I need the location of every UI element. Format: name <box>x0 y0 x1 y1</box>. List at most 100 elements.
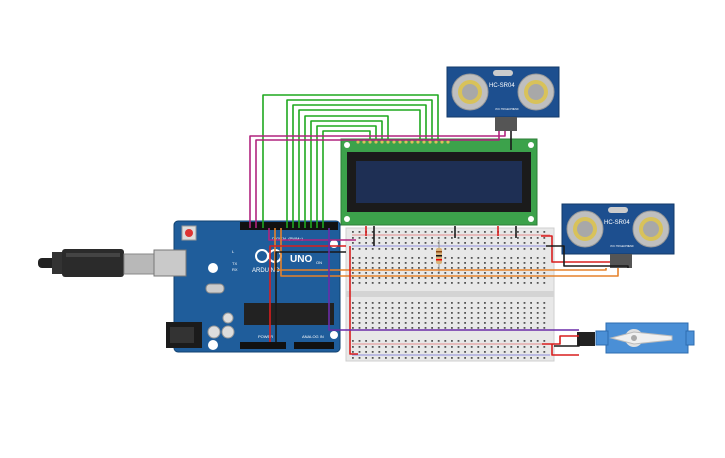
wire-green-2 <box>286 99 433 228</box>
tx-label: TX <box>232 261 237 266</box>
breadboard-hole <box>477 277 480 279</box>
breadboard-hole <box>378 327 381 329</box>
breadboard-hole <box>404 317 407 319</box>
breadboard-hole <box>477 262 480 264</box>
breadboard-hole <box>411 346 414 348</box>
breadboard-hole <box>510 327 513 329</box>
breadboard-hole <box>424 302 427 304</box>
breadboard-hole <box>484 302 486 304</box>
breadboard-hole <box>391 322 394 324</box>
breadboard-hole <box>385 237 387 239</box>
breadboard-hole <box>484 262 486 264</box>
breadboard-hole <box>530 277 532 279</box>
breadboard-hole <box>497 262 499 264</box>
breadboard-hole <box>385 312 387 314</box>
breadboard-hole <box>477 322 480 324</box>
breadboard-hole <box>358 357 361 359</box>
breadboard-hole <box>424 248 427 250</box>
breadboard-hole <box>530 237 532 239</box>
breadboard-hole <box>371 317 374 319</box>
breadboard-hole <box>431 312 433 314</box>
breadboard-hole <box>497 237 499 239</box>
breadboard-hole <box>523 282 526 284</box>
breadboard-hole <box>490 312 493 314</box>
breadboard-hole <box>523 272 526 274</box>
breadboard-hole <box>457 277 460 279</box>
digital-header-label: DIGITAL (PWM~) <box>272 236 304 241</box>
breadboard-hole <box>464 346 466 348</box>
breadboard-hole <box>365 307 367 309</box>
breadboard-hole <box>365 248 367 250</box>
breadboard-hole <box>510 302 513 304</box>
breadboard-hole <box>543 312 546 314</box>
breadboard-hole <box>530 312 532 314</box>
breadboard-hole <box>543 237 546 239</box>
lcd-screen <box>356 161 522 203</box>
arduino-uno-board[interactable]: UNO ARDUINO TX RX L ON DIGITAL (PWM~) PO… <box>153 220 341 353</box>
lcd-pin <box>380 140 384 144</box>
breadboard-hole <box>543 357 546 359</box>
breadboard-hole <box>503 340 506 342</box>
breadboard-hole <box>536 242 539 244</box>
breadboard-hole <box>470 312 473 314</box>
breadboard-hole <box>437 340 440 342</box>
breadboard-hole <box>530 248 532 250</box>
breadboard-hole <box>497 307 499 309</box>
breadboard-hole <box>464 351 466 353</box>
breadboard-hole <box>530 302 532 304</box>
breadboard-hole <box>530 282 532 284</box>
breadboard[interactable] <box>345 227 555 362</box>
breadboard-hole <box>543 346 546 348</box>
breadboard-hole <box>497 312 499 314</box>
ultrasonic-sensor-mid[interactable]: HC-SR04 VCC TRIG ECHO GND <box>561 203 675 268</box>
breadboard-hole <box>536 302 539 304</box>
breadboard-hole <box>510 312 513 314</box>
breadboard-hole <box>437 322 440 324</box>
breadboard-hole <box>431 351 433 353</box>
breadboard-hole <box>424 357 427 359</box>
breadboard-hole <box>424 262 427 264</box>
power-jack-icon <box>166 322 202 348</box>
breadboard-hole <box>431 231 433 233</box>
breadboard-hole <box>503 312 506 314</box>
breadboard-hole <box>470 307 473 309</box>
breadboard-hole <box>418 302 420 304</box>
breadboard-hole <box>391 272 394 274</box>
breadboard-hole <box>411 302 414 304</box>
breadboard-hole <box>378 351 381 353</box>
breadboard-hole <box>404 237 407 239</box>
ultrasonic-sensor-top[interactable]: HC-SR04 VCC TRIG ECHO GND <box>446 66 560 131</box>
breadboard-hole <box>536 307 539 309</box>
breadboard-hole <box>385 277 387 279</box>
breadboard-hole <box>517 351 519 353</box>
breadboard-hole <box>523 312 526 314</box>
breadboard-hole <box>437 231 440 233</box>
breadboard-hole <box>451 248 453 250</box>
breadboard-hole <box>464 257 466 259</box>
breadboard-hole <box>503 242 506 244</box>
breadboard-hole <box>385 262 387 264</box>
breadboard-hole <box>484 257 486 259</box>
breadboard-hole <box>424 231 427 233</box>
breadboard-hole <box>398 282 400 284</box>
breadboard-hole <box>470 317 473 319</box>
servo-motor[interactable] <box>577 322 695 354</box>
breadboard-hole <box>358 307 361 309</box>
breadboard-hole <box>490 327 493 329</box>
breadboard-hole <box>424 312 427 314</box>
breadboard-hole <box>424 242 427 244</box>
breadboard-hole <box>437 302 440 304</box>
lcd-pin <box>356 140 360 144</box>
breadboard-hole <box>411 272 414 274</box>
lcd-display[interactable] <box>340 138 538 226</box>
breadboard-hole <box>497 340 499 342</box>
breadboard-hole <box>378 277 381 279</box>
breadboard-hole <box>404 231 407 233</box>
breadboard-hole <box>437 351 440 353</box>
breadboard-hole <box>358 248 361 250</box>
breadboard-hole <box>371 248 374 250</box>
breadboard-hole <box>365 322 367 324</box>
analog-header-label: ANALOG IN <box>302 334 324 339</box>
breadboard-hole <box>411 277 414 279</box>
breadboard-hole <box>431 327 433 329</box>
